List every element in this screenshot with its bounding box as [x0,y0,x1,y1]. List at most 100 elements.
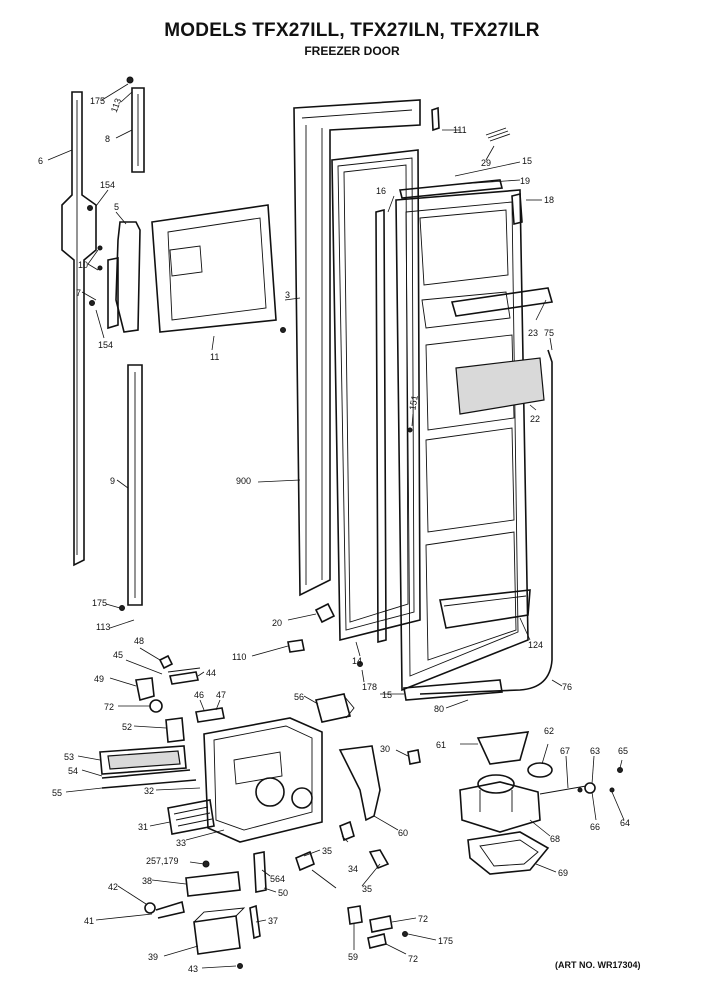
label-113-mid: 113 [96,622,110,632]
label-154-bottom: 154 [98,340,113,350]
label-42: 42 [108,882,118,892]
screw-151 [407,427,413,433]
door-liner [395,189,529,692]
part-number-labels: 175 113 6 8 111 29 15 16 19 18 154 5 10 … [38,96,630,974]
leader-lines [47,83,625,969]
wire-75-76 [419,349,553,695]
door-panel-11 [151,204,277,333]
label-151: 151 [407,394,419,411]
label-59: 59 [348,952,358,962]
page-title: MODELS TFX27ILL, TFX27ILN, TFX27ILR [164,20,540,41]
label-76: 76 [562,682,572,692]
label-64: 64 [620,818,630,828]
label-34: 34 [348,864,358,874]
strip-54-55 [101,769,197,789]
label-16: 16 [376,186,386,196]
label-49: 49 [94,674,104,684]
label-53: 53 [64,752,74,762]
bracket-38 [185,871,241,897]
label-44: 44 [206,668,216,678]
label-20: 20 [272,618,282,628]
bin-22 [455,357,545,415]
bin-124 [439,589,531,629]
label-35-lower: 35 [362,884,372,894]
label-29: 29 [481,158,491,168]
part-72-lower [367,915,393,949]
label-7: 7 [76,288,81,298]
disc-62 [527,762,553,778]
art-number: (ART NO. WR17304) [555,960,641,970]
label-10: 10 [78,260,88,270]
part-48-45-44 [158,654,201,685]
label-67: 67 [560,746,570,756]
part-35-34 [295,820,390,889]
label-175-bottom: 175 [438,936,453,946]
bracket-60 [338,745,381,822]
part-46-47 [195,707,225,723]
part-42-41 [144,900,185,919]
label-72-lower-1: 72 [418,914,428,924]
label-48: 48 [134,636,144,646]
part-110 [287,639,305,653]
label-68: 68 [550,834,560,844]
label-15-top: 15 [522,156,532,166]
dispenser-housing-33 [203,717,323,843]
strip-16 [375,208,387,644]
label-47: 47 [216,690,226,700]
label-72-lower-2: 72 [408,954,418,964]
label-69: 69 [558,868,568,878]
grille-31 [167,799,215,835]
part-49 [135,677,155,702]
trim-80 [403,679,503,701]
label-33: 33 [176,838,186,848]
label-111: 111 [453,125,467,135]
label-257-179: 257,179 [146,856,179,866]
label-900: 900 [236,476,251,486]
trim-strip-9 [127,364,143,606]
screw-43 [237,963,243,969]
door-trim-strip-6 [61,91,97,567]
label-175-mid: 175 [92,598,107,608]
label-113-top: 113 [109,97,123,114]
label-55: 55 [52,788,62,798]
auger-motor-68 [459,774,541,833]
label-65: 65 [618,746,628,756]
part-29 [485,127,511,142]
handle-5 [107,221,141,333]
part-67-63-65-66-64 [539,767,623,795]
label-62: 62 [544,726,554,736]
label-39: 39 [148,952,158,962]
label-178: 178 [362,682,377,692]
label-9: 9 [110,476,115,486]
label-35-upper: 35 [322,846,332,856]
label-31: 31 [138,822,148,832]
page-subtitle: FREEZER DOOR [304,44,400,58]
label-60: 60 [398,828,408,838]
label-38: 38 [142,876,152,886]
label-66: 66 [590,822,600,832]
screw-3 [280,327,286,333]
shelf-23 [450,287,554,317]
part-72-left [149,699,163,713]
label-8: 8 [105,134,110,144]
label-75: 75 [544,328,554,338]
label-15-mid: 15 [382,690,392,700]
label-6: 6 [38,156,43,166]
label-61: 61 [436,740,446,750]
screw-175-lower [402,931,408,937]
label-50: 50 [278,888,288,898]
outer-door-900 [293,99,421,597]
label-11: 11 [210,352,219,362]
part-20 [314,602,336,624]
gasket-14 [331,149,421,642]
label-124: 124 [528,640,543,650]
part-30 [407,749,421,765]
label-23: 23 [528,328,538,338]
label-43: 43 [188,964,198,974]
label-3: 3 [285,290,290,300]
cup-61 [476,731,530,765]
label-5: 5 [114,202,119,212]
label-54: 54 [68,766,78,776]
label-30: 30 [380,744,390,754]
